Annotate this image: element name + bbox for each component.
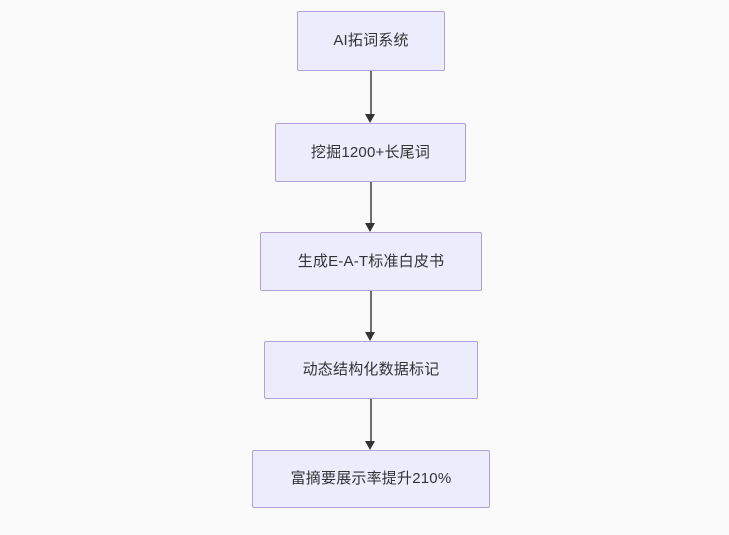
edge-line [370, 71, 372, 115]
edge-line [370, 182, 372, 224]
arrowhead-icon [365, 114, 376, 123]
flowchart-node-mine-longtail-keywords[interactable]: 挖掘1200+长尾词 [275, 123, 466, 182]
node-label: 挖掘1200+长尾词 [310, 143, 431, 161]
node-label: 富摘要展示率提升210% [290, 470, 452, 487]
flowchart-node-generate-eat-whitepaper[interactable]: 生成E-A-T标准白皮书 [260, 232, 482, 291]
arrowhead-icon [365, 332, 376, 341]
node-label: 动态结构化数据标记 [302, 361, 440, 378]
node-label: AI拓词系统 [333, 32, 409, 49]
edge-line [370, 291, 372, 333]
edge-line [370, 399, 372, 442]
node-label: 生成E-A-T标准白皮书 [297, 252, 445, 270]
flowchart-node-rich-snippet-uplift[interactable]: 富摘要展示率提升210% [252, 450, 490, 508]
arrowhead-icon [365, 223, 376, 232]
arrowhead-icon [365, 441, 376, 450]
flowchart-node-ai-keyword-system[interactable]: AI拓词系统 [297, 11, 445, 71]
flowchart-node-dynamic-structured-data[interactable]: 动态结构化数据标记 [264, 341, 478, 399]
